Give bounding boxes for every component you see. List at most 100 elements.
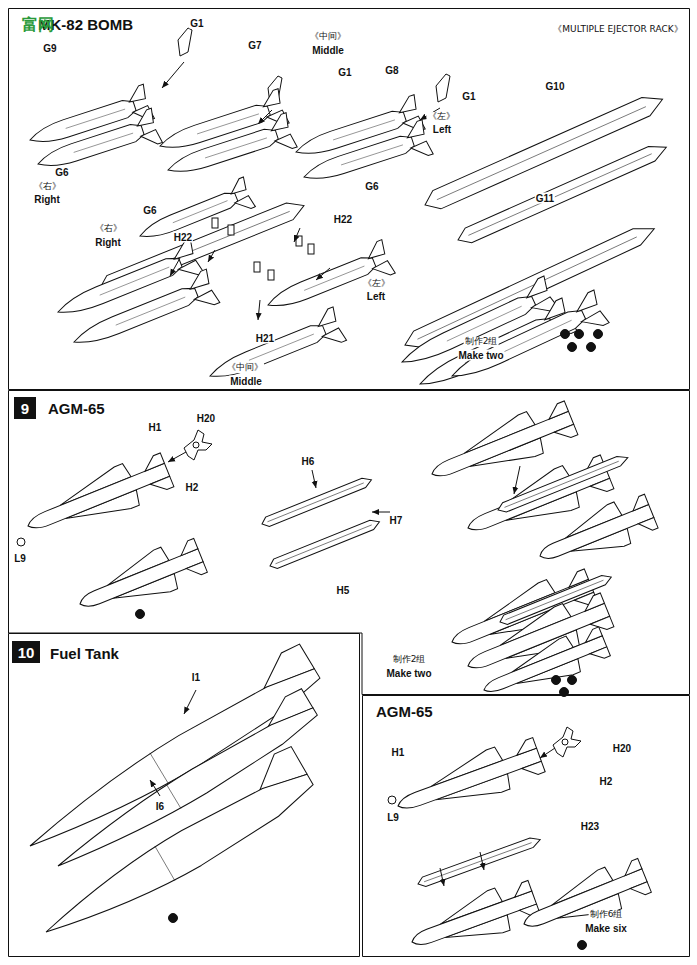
seam-line (155, 846, 175, 881)
missile-fin (177, 538, 198, 555)
bomb-drawing (162, 113, 297, 187)
missile-fin (150, 476, 174, 494)
marker-dot (587, 343, 596, 352)
bomb-fin (268, 113, 291, 133)
bomb-drawing (67, 269, 220, 359)
bomb-body (71, 284, 200, 350)
callout-label: H20 (196, 413, 216, 424)
panel-outline (8, 633, 360, 957)
rack-drawing (416, 835, 542, 889)
rack-body (260, 475, 373, 528)
seam-line (468, 154, 651, 236)
seam-line (506, 580, 604, 620)
callout-label: G6 (364, 181, 379, 192)
assembly-arrow (170, 258, 180, 276)
bomb-fin (194, 289, 220, 311)
callout-label: 《右》 (94, 224, 123, 234)
bomb-body (416, 314, 555, 392)
tail-hub (562, 739, 568, 745)
callout-label: H23 (580, 821, 600, 832)
missile-drawing (516, 855, 653, 945)
assembly-arrow (162, 62, 184, 88)
marker-dot (561, 330, 570, 339)
seam-line (497, 320, 572, 355)
callout-label: H22 (173, 232, 193, 243)
small-part (268, 270, 274, 280)
missile-drawing (20, 449, 176, 547)
bomb-fin (133, 108, 155, 127)
callout-label: G8 (384, 65, 399, 76)
callout-label: G1 (337, 67, 352, 78)
bomb-fin (372, 260, 395, 281)
callout-label: G9 (42, 43, 57, 54)
missile-fin (629, 494, 649, 511)
rack-drawing (260, 475, 373, 528)
callout-label: Make two (385, 668, 432, 679)
tank-body (21, 658, 327, 861)
callout-label: G1 (461, 91, 476, 102)
step-number-box: 9 (14, 397, 36, 419)
seam-line (173, 201, 228, 223)
bomb-fin (314, 307, 339, 328)
callout-label: Make six (584, 923, 628, 934)
watermark: 富网 (21, 16, 55, 34)
step-number: 10 (18, 644, 35, 661)
bomb-fin (227, 177, 248, 195)
rack-body (496, 453, 630, 515)
callout-label: 制作6组 (589, 910, 624, 920)
callout-label: 制作2组 (464, 337, 499, 347)
bomb-body (301, 133, 415, 185)
rack-body (498, 572, 613, 626)
seam-line (167, 784, 181, 808)
assembly-arrow (184, 690, 196, 714)
callout-label: H1 (391, 747, 406, 758)
callout-label: 《中间》 (226, 363, 264, 373)
callout-label: I6 (155, 801, 165, 812)
panel-border (9, 391, 690, 695)
callout-label: H2 (599, 776, 614, 787)
bomb-body (207, 322, 328, 385)
callout-label: G7 (247, 40, 262, 51)
seam-line (504, 461, 618, 507)
tail-fin-part (553, 727, 581, 757)
seam-line (100, 267, 170, 295)
missile-fin (522, 761, 546, 779)
small-part (296, 236, 302, 246)
fuel-tank-drawing (11, 643, 326, 862)
missile-drawing (404, 876, 541, 963)
missile-fin (621, 858, 642, 875)
panel-outline (362, 695, 690, 957)
bomb-fin (522, 276, 551, 300)
bomb-fin (396, 95, 419, 115)
rack-body (416, 835, 542, 889)
bomb-body (448, 306, 587, 384)
callout-label: 制作2组 (392, 655, 427, 665)
bomb-drawing (444, 290, 609, 392)
assembly-arrow (150, 780, 160, 796)
tank-body (36, 762, 320, 949)
assembly-arrow (294, 228, 300, 242)
panel-border (9, 634, 360, 957)
assembly-arrow (312, 470, 316, 488)
missile-fin (141, 453, 165, 471)
rack-drawing (498, 572, 613, 626)
seam-line (74, 133, 133, 152)
rack-body (421, 90, 667, 214)
bomb-fin (322, 327, 347, 348)
bomb-fin (140, 129, 162, 148)
small-part (308, 244, 314, 254)
missile-body (521, 869, 647, 931)
bomb-body (35, 121, 145, 172)
bomb-fin (125, 84, 147, 103)
callout-label: 《中间》 (309, 32, 347, 42)
fuel-tank-drawing (26, 745, 320, 949)
missile-body (482, 636, 607, 696)
assembly-arrow (316, 268, 330, 280)
bomb-drawing (203, 307, 346, 393)
bomb-fin (260, 89, 283, 109)
missile-drawing (532, 490, 660, 576)
small-part (212, 218, 218, 228)
bomb-body (165, 126, 279, 178)
assembly-arrow (258, 110, 272, 124)
bomb-drawing (298, 120, 433, 194)
